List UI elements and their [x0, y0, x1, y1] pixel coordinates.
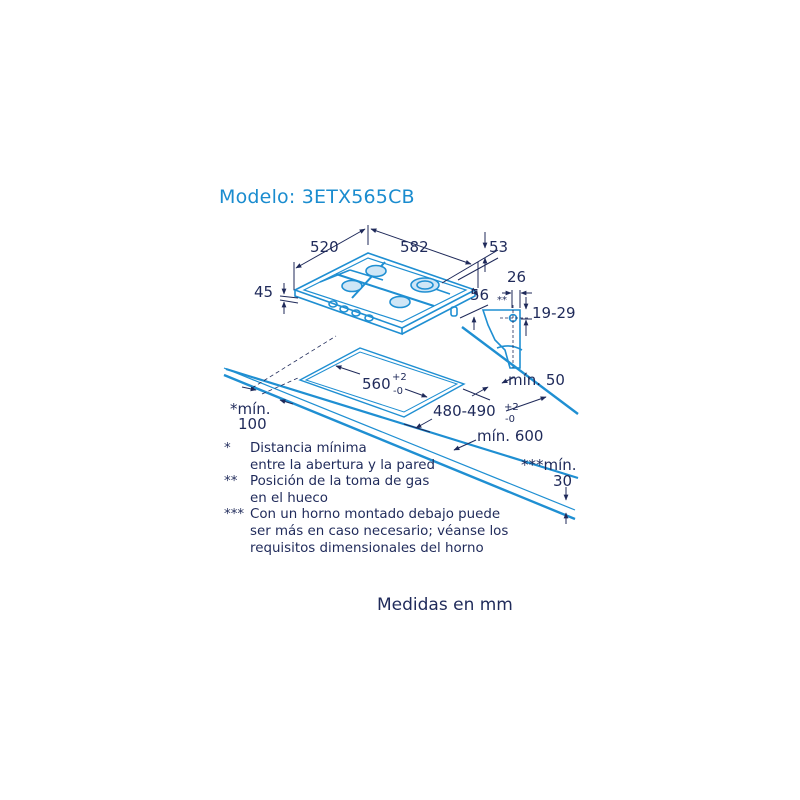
footnote-line: Con un horno montado debajo puede — [250, 507, 501, 523]
min-wall-line2: 100 — [238, 415, 267, 433]
gas-height-range-label: 19-29 — [532, 304, 576, 322]
worktop-drawing — [223, 326, 579, 521]
hob-drawing — [292, 252, 478, 336]
dim-side-offset-label: 56 — [470, 286, 489, 304]
gas-connection-profile — [481, 305, 528, 370]
gas-width-label: 26 — [507, 268, 526, 286]
footnote-2: ** Posición de la toma de gas en el huec… — [224, 474, 508, 507]
min-below-line2: 30 — [553, 472, 572, 490]
footnote-line: Distancia mínima — [250, 441, 367, 456]
gas-marker-label: ** — [497, 295, 507, 306]
units-caption: Medidas en mm — [377, 595, 513, 615]
dim-height-label: 45 — [254, 283, 273, 301]
cutout-dimension-lines — [241, 365, 569, 524]
gas-dimension-lines — [502, 290, 532, 336]
min-below-line1: ***mín. — [521, 456, 577, 474]
footnote-line: entre la abertura y la pared — [250, 457, 436, 473]
footnote-3: *** Con un horno montado debajo puede se… — [224, 507, 508, 557]
min-worktop-label: mín. 600 — [477, 427, 543, 445]
footnotes: * Distancia mínima entre la abertura y l… — [224, 441, 508, 557]
hob-dimension-lines — [279, 225, 499, 330]
dim-width-label: 582 — [400, 238, 429, 256]
cutout-depth-label: 480-490 — [433, 402, 496, 420]
dimension-labels: 520 582 45 53 56 26 ** 19-29 560 +2 -0 4… — [230, 238, 577, 490]
dim-depth-label: 520 — [310, 238, 339, 256]
footnote-line: en el hueco — [250, 490, 328, 506]
min-wall-line1: *mín. — [230, 400, 271, 418]
footnote-mark: * — [224, 441, 231, 456]
footnote-1: * Distancia mínima entre la abertura y l… — [224, 441, 508, 474]
cutout-depth-tol-minus: -0 — [505, 414, 515, 425]
model-title: Modelo: 3ETX565CB — [219, 186, 415, 208]
cutout-width-value: 560 — [362, 375, 391, 393]
cutout-width-tol-plus: +2 — [392, 372, 407, 383]
dim-rear-offset-label: 53 — [489, 238, 508, 256]
footnote-line: requisitos dimensionales del horno — [250, 540, 484, 556]
footnote-line: ser más en caso necesario; véanse los — [250, 523, 509, 539]
footnote-line: Posición de la toma de gas — [250, 474, 430, 490]
cutout-width-tol-minus: -0 — [393, 386, 403, 397]
footnote-mark: ** — [224, 474, 238, 490]
footnote-mark: *** — [224, 507, 245, 523]
min-rear-label: mín. 50 — [508, 371, 565, 389]
cutout-width-label: 560 — [362, 375, 391, 393]
cutout-depth-tol-plus: +2 — [504, 402, 519, 413]
